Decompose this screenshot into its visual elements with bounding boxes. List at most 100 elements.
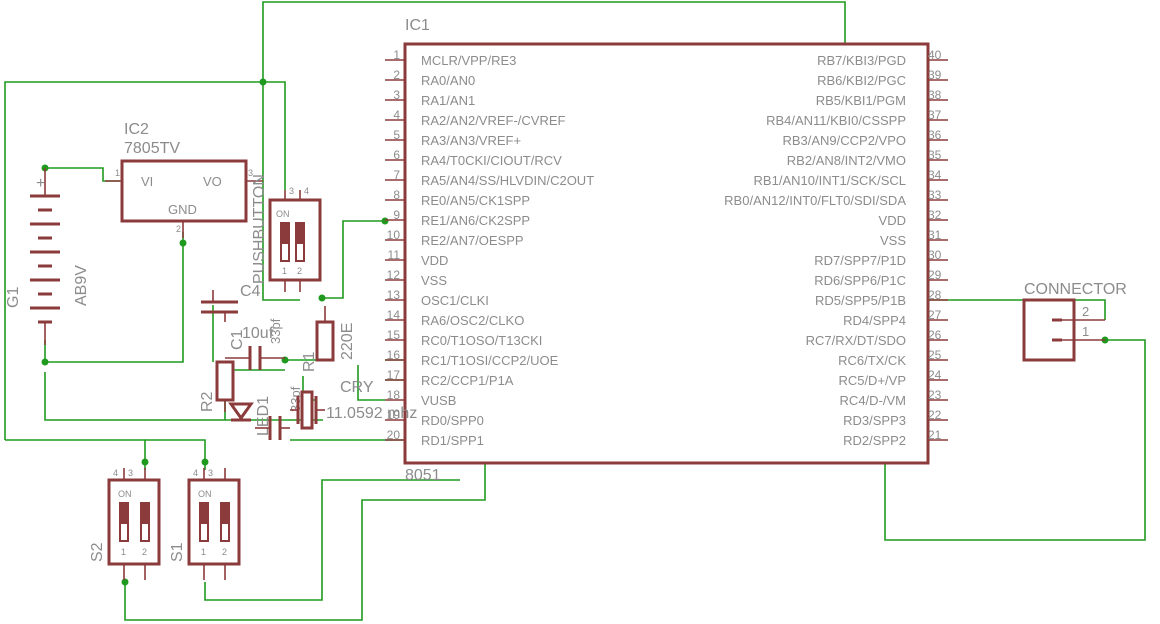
ic1-pin-label: VDD: [879, 213, 906, 228]
ic1-pin-label: VDD: [421, 253, 448, 268]
ic1-pin-number: 1: [393, 48, 400, 62]
ic1-pin-number: 30: [928, 248, 942, 262]
ic1-pin-number: 2: [393, 68, 400, 82]
ic1-value: 8051: [405, 467, 441, 484]
ic1-pin-36: 36 RB3/AN9/CCP2/VPO: [782, 128, 948, 148]
crystal[interactable]: CRY 11.0592 mhz: [290, 379, 417, 430]
led1[interactable]: LED1: [228, 396, 272, 436]
ic1-pin-number: 22: [928, 408, 942, 422]
ic1-pin-number: 10: [387, 228, 401, 242]
ic1-pin-label: RB4/AN11/KBI0/CSSPP: [766, 113, 906, 128]
ic1-pin-label: VSS: [880, 233, 906, 248]
ic1-pin-number: 26: [928, 328, 942, 342]
ic1-pin-number: 3: [393, 88, 400, 102]
ic1-pin-number: 12: [387, 268, 401, 282]
ic1-pin-number: 18: [387, 388, 401, 402]
ic1-pin-number: 28: [928, 288, 942, 302]
ic1-pin-label: RB5/KBI1/PGM: [816, 93, 906, 108]
ic1-pin-number: 23: [928, 388, 942, 402]
ic1-pin-label: RD5/SPP5/P1B: [815, 293, 906, 308]
ic1-pin-number: 39: [928, 68, 942, 82]
ic1-pin-10: 10 RE2/AN7/OESPP: [385, 228, 524, 248]
pushbutton-p4: 4: [304, 186, 309, 196]
ic1-pin-label: RB3/AN9/CCP2/VPO: [782, 133, 906, 148]
ic1-pin-label: RB7/KBI3/PGD: [817, 53, 906, 68]
r2-ref: R2: [199, 391, 216, 412]
ic1-pin-label: RD1/SPP1: [421, 433, 484, 448]
ic1-pin-label: RB0/AN12/INT0/FLT0/SDI/SDA: [724, 193, 906, 208]
ic1-pin-23: 23 RC4/D-/VM: [840, 388, 948, 408]
resistor-r2[interactable]: R2: [199, 360, 235, 412]
c4-ref: C4: [240, 283, 261, 300]
ic1-pin-number: 32: [928, 208, 942, 222]
battery-g1[interactable]: + G1 AB9V: [5, 168, 90, 345]
s2-ref: S2: [89, 542, 106, 562]
c4-value: 33pf: [268, 318, 283, 344]
pushbutton-switch[interactable]: ON 1 2 3 4 PUSHBUTTON: [251, 174, 322, 292]
connector[interactable]: CONNECTOR 2 1: [1022, 281, 1127, 362]
ic1-pin-number: 11: [388, 248, 401, 262]
ic1-pin-32: 32 VDD: [879, 208, 948, 228]
ic2-pin-vi: VI: [141, 174, 153, 189]
s2-p4: 4: [113, 468, 118, 478]
ic1-pin-number: 36: [928, 128, 942, 142]
switch-s2[interactable]: ON 1 2 3 4 S2: [89, 468, 161, 580]
r1-ref: R1: [301, 351, 318, 372]
s2-p3: 3: [128, 468, 133, 478]
ic2-pin-gnd: GND: [168, 202, 197, 217]
ic1-pin-26: 26 RC7/RX/DT/SDO: [806, 328, 948, 348]
ic1-pin-18: 18 VUSB: [385, 388, 456, 408]
resistor-r1[interactable]: R1 220E: [301, 306, 356, 372]
ic1-pin-label: RB6/KBI2/PGC: [817, 73, 906, 88]
ic1-pin-number: 16: [387, 348, 401, 362]
ic1-pin-label: RE2/AN7/OESPP: [421, 233, 524, 248]
ic1-pin-label: RE1/AN6/CK2SPP: [421, 213, 530, 228]
ic1-pin-label: MCLR/VPP/RE3: [421, 53, 516, 68]
ic1-pin-24: 24 RC5/D+/VP: [838, 368, 948, 388]
ic1-pin-1: 1 MCLR/VPP/RE3: [385, 48, 516, 68]
pushbutton-p3: 3: [289, 186, 294, 196]
pushbutton-p2: 2: [297, 266, 302, 276]
c1-value: 10uf: [242, 325, 274, 342]
ic1-pin-label: RC4/D-/VM: [840, 393, 906, 408]
ic2-regulator[interactable]: IC2 7805TV VI VO GND 1 2 3: [105, 121, 263, 238]
ic1-pin-number: 13: [387, 288, 401, 302]
switch-s1[interactable]: ON 1 2 3 4 S1: [169, 468, 241, 580]
capacitor-c4[interactable]: C4 33pf: [201, 283, 283, 344]
ic1-pin-label: RC7/RX/DT/SDO: [806, 333, 906, 348]
ic1-pin-label: RC5/D+/VP: [838, 373, 906, 388]
ic1-pin-number: 8: [393, 188, 400, 202]
ic1-pin-number: 33: [928, 188, 942, 202]
ic1-pin-number: 24: [928, 368, 942, 382]
ic1-ref: IC1: [405, 17, 430, 34]
crystal-value: 11.0592 mhz: [326, 405, 417, 422]
wire-junctions: [41, 78, 1109, 586]
connector-label: CONNECTOR: [1024, 281, 1127, 298]
r1-value: 220E: [339, 323, 356, 360]
ic1-pin-label: RD4/SPP4: [843, 313, 906, 328]
s1-p1: 1: [201, 547, 206, 557]
capacitor-c1[interactable]: C1 10uf: [225, 325, 285, 370]
ic1-pin-33: 33 RB0/AN12/INT0/FLT0/SDI/SDA: [724, 188, 948, 208]
s1-p3: 3: [208, 468, 213, 478]
ic1-pin-label: VUSB: [421, 393, 456, 408]
s1-ref: S1: [169, 542, 186, 562]
pushbutton-label: PUSHBUTTON: [251, 174, 268, 284]
ic1-pin-number: 14: [387, 308, 401, 322]
